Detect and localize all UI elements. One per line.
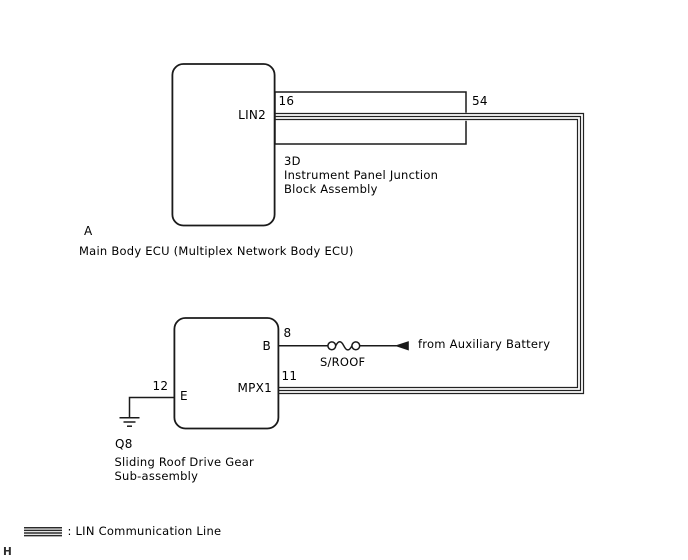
terminal-e-label: E (180, 388, 188, 403)
main-ecu-box (171, 63, 276, 227)
fuse-sroof-label: S/ROOF (320, 355, 366, 369)
ground-icon (119, 417, 140, 427)
lin-line-inner-stripe (275, 118, 579, 389)
arrow-left-icon (394, 341, 409, 351)
legend-lin-line-label: : LIN Communication Line (67, 523, 222, 538)
junction-block-caption: 3D Instrument Panel Junction Block Assem… (284, 154, 438, 197)
sliding-roof-name-line1: Sliding Roof Drive Gear (114, 454, 255, 469)
sliding-roof-box (173, 317, 280, 430)
lin-communication-line (275, 112, 585, 395)
junction-block-name-line1: Instrument Panel Junction (284, 167, 439, 182)
main-ecu-ref-letter: A (84, 224, 93, 238)
lin-line-middle-stripe (275, 115, 582, 392)
terminal-b-label: B (262, 338, 271, 353)
junction-pin-54: 54 (472, 94, 488, 108)
sliding-roof-caption: Sliding Roof Drive Gear Sub-assembly (115, 455, 255, 484)
ground-wire (119, 396, 174, 427)
junction-pin-16: 16 (278, 94, 295, 108)
ground-wire-path (128, 396, 174, 418)
main-ecu-name: Main Body ECU (Multiplex Network Body EC… (79, 243, 354, 258)
pin-11: 11 (281, 368, 298, 383)
pin-12: 12 (152, 378, 169, 393)
lin-line-outer-stripe (275, 112, 585, 395)
sliding-roof-ref-letter: Q8 (115, 437, 133, 451)
pin-8: 8 (283, 325, 292, 340)
fuse-icon (327, 340, 361, 351)
junction-block-name-line2: Block Assembly (284, 182, 378, 197)
main-ecu-connector-label: LIN2 (238, 108, 266, 122)
sliding-roof-name-line2: Sub-assembly (114, 468, 199, 483)
mpx1-connector-label: MPX1 (237, 380, 272, 395)
power-source-label: from Auxiliary Battery (418, 336, 551, 351)
footer-page-letter: H (3, 545, 13, 558)
battery-wire (279, 340, 409, 351)
lin-line-legend-swatch-icon (24, 527, 62, 537)
junction-block-code: 3D (284, 153, 301, 168)
